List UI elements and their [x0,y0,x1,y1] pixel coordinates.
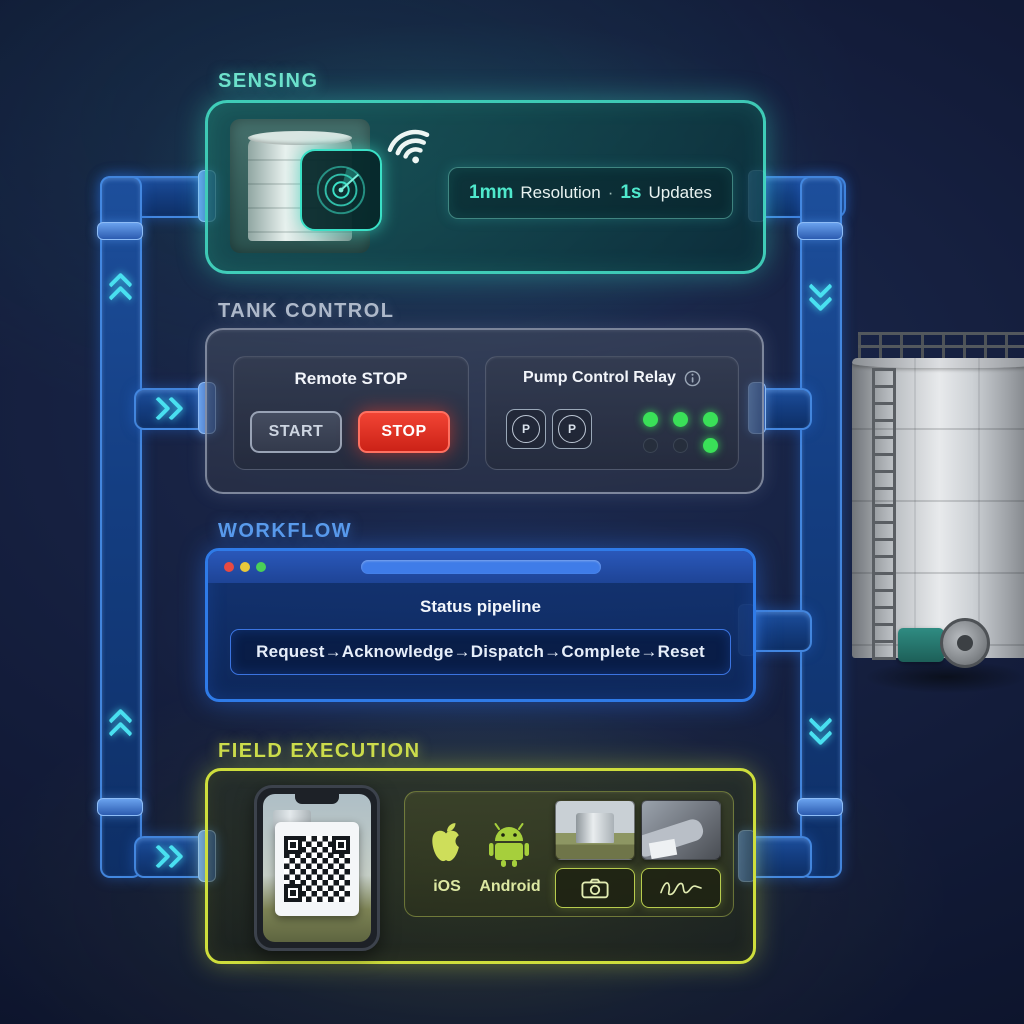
relay-indicator-on [703,412,718,427]
start-button[interactable]: START [250,411,342,453]
android-label: Android [479,878,541,895]
info-icon[interactable] [684,370,701,387]
resolution-label: Resolution [520,183,601,202]
stop-button[interactable]: STOP [358,411,450,453]
sensing-panel: 1mm Resolution · 1s Updates [205,100,766,274]
android-icon [487,822,531,873]
tank-control-panel: Remote STOP START STOP Pump Control Rela… [205,328,764,494]
badge-separator: · [607,183,614,202]
relay-indicators [643,412,718,453]
qr-card [275,822,359,916]
photo-thumbnail-signature[interactable] [641,800,721,860]
remote-stop-card: Remote STOP START STOP [233,356,469,470]
mobile-phone [254,785,380,951]
apple-icon [427,822,465,871]
pipeline-title: Status pipeline [420,597,541,616]
spec-badge: 1mm Resolution · 1s Updates [448,167,733,219]
pipe-joint [797,798,843,816]
wifi-icon [377,115,442,177]
thumbnail-tank-shape [576,813,614,843]
window-minimize-button[interactable] [240,562,250,572]
pipe-joint [97,798,143,816]
workflow-panel: Status pipeline Request→Acknowledge→Disp… [205,548,756,702]
pump-fan [940,618,990,668]
browser-chrome-bar [208,551,753,583]
qr-code-icon [284,836,350,902]
qr-finder [332,836,350,854]
thumbnail-paper-shape [648,838,678,859]
update-value: 1s [620,182,642,203]
pipeline-steps-bar: Request→Acknowledge→Dispatch→Complete→Re… [230,629,731,675]
phone-screen [263,794,371,942]
relay-indicator-off [643,438,658,453]
tank-ladder [872,368,896,660]
qr-finder [284,836,302,854]
relay-indicator-on [673,412,688,427]
radar-icon [300,149,382,231]
field-execution-section-label: FIELD EXECUTION [218,740,421,762]
pipe-joint [797,222,843,240]
address-bar[interactable] [360,560,601,574]
pipe-right-vertical [800,176,842,878]
storage-tank-photo [830,320,1024,720]
pump-icon[interactable]: P [552,409,592,449]
pump-relay-card: Pump Control Relay P P [485,356,739,470]
signature-button[interactable] [641,868,721,908]
relay-indicator-on [643,412,658,427]
relay-indicator-on [703,438,718,453]
workflow-section-label: WORKFLOW [218,520,353,542]
camera-button[interactable] [555,868,635,908]
pump-icon[interactable]: P [506,409,546,449]
pump-letter: P [512,415,540,443]
pump-letter: P [558,415,586,443]
remote-stop-title: Remote STOP [294,369,408,388]
qr-finder [284,884,302,902]
relay-indicator-off [673,438,688,453]
pump-motor [898,628,944,662]
pipeline-text: Request→Acknowledge→Dispatch→Complete→Re… [256,642,705,661]
window-close-button[interactable] [224,562,234,572]
pipe-joint [97,222,143,240]
resolution-value: 1mm [469,182,514,203]
tank-pump [898,616,998,670]
phone-notch [295,794,339,804]
tank-control-section-label: TANK CONTROL [218,300,395,322]
photo-thumbnail-tank[interactable] [555,800,635,860]
ios-label: iOS [433,878,461,895]
signature-icon [660,882,702,896]
update-label: Updates [648,183,712,202]
pump-relay-title: Pump Control Relay [523,369,676,386]
sensing-section-label: SENSING [218,70,319,92]
pipe-left-vertical [100,176,142,878]
tank-railing [858,332,1024,361]
field-execution-panel: iOS Android [205,768,756,964]
field-tools-card: iOS Android [404,791,734,917]
camera-icon [581,878,609,898]
window-maximize-button[interactable] [256,562,266,572]
